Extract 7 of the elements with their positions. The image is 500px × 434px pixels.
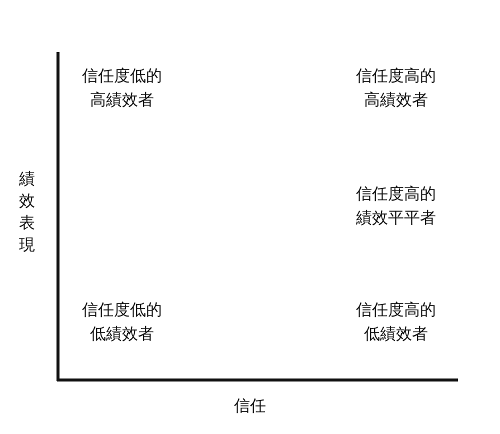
quadrant-label: 信任度高的低績效者 xyxy=(355,299,437,345)
axis-title: 信任 xyxy=(234,396,266,417)
quadrant-label: 信任度低的高績效者 xyxy=(81,65,163,111)
quadrant-label: 信任度高的績效平平者 xyxy=(355,183,437,229)
axis-title: 績效表現 xyxy=(18,168,36,256)
quadrant-label: 信任度高的高績效者 xyxy=(355,65,437,111)
quadrant-label: 信任度低的低績效者 xyxy=(81,299,163,345)
